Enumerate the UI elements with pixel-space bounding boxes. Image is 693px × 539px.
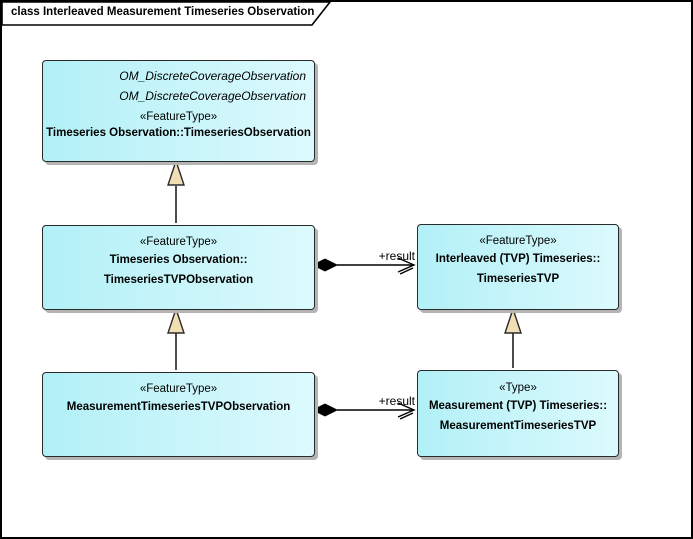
class-box-measurement-timeseries-tvp[interactable]: «Type» Measurement (TVP) Timeseries:: Me… bbox=[417, 370, 619, 457]
generalization-arrow-meastvpobs-to-tvpobs bbox=[167, 306, 185, 370]
class-name: MeasurementTimeseriesTVP bbox=[439, 420, 597, 432]
association-role-label-result-top: +result bbox=[378, 249, 415, 263]
class-name: MeasurementTimeseriesTVPObservation bbox=[66, 401, 291, 413]
class-stereotype: «FeatureType» bbox=[139, 111, 218, 123]
frame-tab-shape bbox=[2, 2, 332, 26]
class-name: Timeseries Observation::TimeseriesObserv… bbox=[46, 127, 311, 139]
composition-association-result-bottom bbox=[311, 402, 416, 420]
class-stereotype: «FeatureType» bbox=[139, 383, 218, 395]
class-name: TimeseriesTVP bbox=[476, 273, 560, 285]
class-name: Interleaved (TVP) Timeseries:: bbox=[435, 253, 601, 265]
association-role-label-result-bottom: +result bbox=[378, 394, 415, 408]
composition-association-result-top bbox=[311, 257, 416, 275]
generalization-arrow-tvpobs-to-tsobs bbox=[167, 158, 185, 223]
class-name: TimeseriesTVPObservation bbox=[103, 274, 254, 286]
parent-class-name: OM_DiscreteCoverageObservation bbox=[119, 89, 306, 103]
class-name: Timeseries Observation:: bbox=[109, 254, 248, 266]
class-box-timeseries-tvp[interactable]: «FeatureType» Interleaved (TVP) Timeseri… bbox=[417, 224, 619, 310]
class-box-timeseries-tvp-observation[interactable]: «FeatureType» Timeseries Observation:: T… bbox=[42, 225, 315, 310]
generalization-arrow-meastvp-to-tvp bbox=[504, 306, 522, 368]
class-stereotype: «FeatureType» bbox=[139, 236, 218, 248]
class-stereotype: «FeatureType» bbox=[479, 235, 557, 247]
class-name: Measurement (TVP) Timeseries:: bbox=[428, 400, 608, 412]
class-box-timeseries-observation[interactable]: OM_DiscreteCoverageObservation OM_Discre… bbox=[42, 60, 315, 162]
parent-class-name: OM_DiscreteCoverageObservation bbox=[119, 69, 306, 83]
class-box-measurement-timeseries-tvp-observation[interactable]: «FeatureType» MeasurementTimeseriesTVPOb… bbox=[42, 372, 315, 457]
class-stereotype: «Type» bbox=[499, 382, 537, 394]
diagram-title: class Interleaved Measurement Timeseries… bbox=[11, 6, 315, 18]
